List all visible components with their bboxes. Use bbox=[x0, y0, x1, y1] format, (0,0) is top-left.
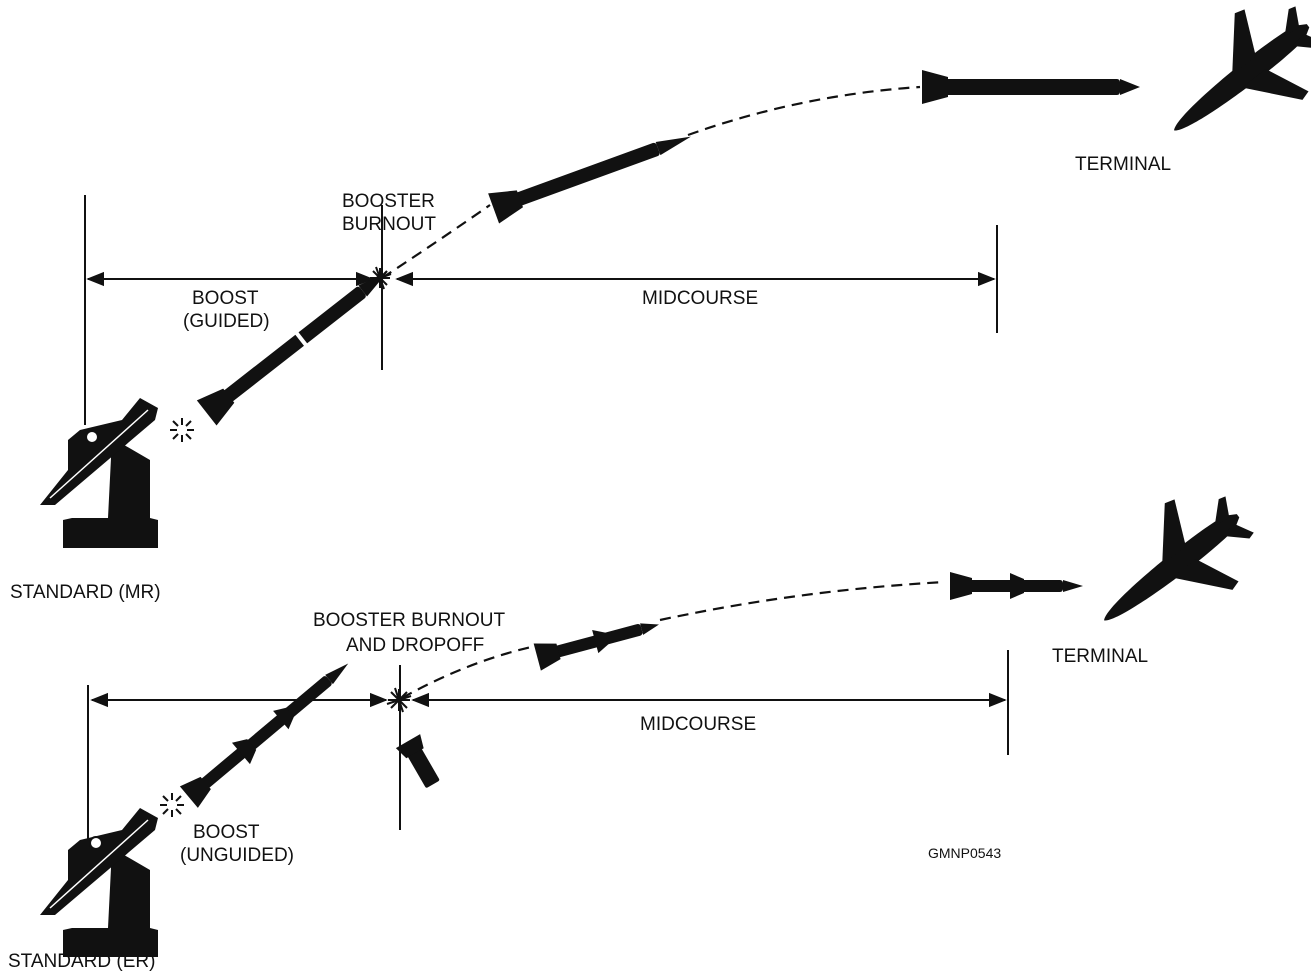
bottom-boost-label-line2: (UNGUIDED) bbox=[180, 845, 294, 866]
bottom-diagram: BOOSTER BURNOUT AND DROPOFF MIDCOURSE TE… bbox=[8, 496, 1254, 972]
top-midcourse-missile-icon bbox=[488, 136, 691, 224]
top-launch-flash-icon bbox=[170, 418, 194, 442]
bottom-terminal-missile-icon bbox=[950, 572, 1083, 600]
top-boost-missile-icon bbox=[196, 271, 388, 426]
figure-id-label: GMNP0543 bbox=[928, 845, 1001, 861]
bottom-launcher-label: STANDARD (ER) bbox=[8, 951, 155, 972]
bottom-launch-flash-icon bbox=[160, 793, 184, 817]
bottom-target-aircraft-icon bbox=[1104, 496, 1254, 621]
top-terminal-missile-icon bbox=[922, 70, 1140, 104]
bottom-midcourse-missile-icon bbox=[533, 623, 659, 671]
top-booster-label-line2: BURNOUT bbox=[342, 214, 436, 235]
bottom-trajectory-dashed-upper bbox=[659, 580, 946, 622]
bottom-burnout-burst-icon bbox=[386, 687, 412, 713]
top-booster-label-line1: BOOSTER bbox=[342, 191, 435, 212]
top-launcher-icon bbox=[40, 398, 158, 548]
bottom-terminal-label: TERMINAL bbox=[1052, 646, 1148, 667]
top-boost-label-line1: BOOST bbox=[192, 288, 259, 309]
top-boost-label-line2: (GUIDED) bbox=[183, 311, 270, 332]
bottom-booster-label-line1: BOOSTER BURNOUT bbox=[313, 610, 506, 631]
top-diagram: BOOSTER BURNOUT BOOST (GUIDED) MIDCOURSE… bbox=[10, 6, 1311, 603]
top-target-aircraft-icon bbox=[1174, 6, 1311, 131]
top-trajectory-dashed bbox=[381, 204, 491, 279]
top-launcher-label: STANDARD (MR) bbox=[10, 582, 161, 603]
bottom-trajectory-dashed bbox=[401, 643, 541, 699]
bottom-dropped-booster-icon bbox=[395, 734, 440, 788]
bottom-boost-label-line1: BOOST bbox=[193, 822, 260, 843]
top-trajectory-dashed-upper bbox=[687, 85, 921, 137]
top-terminal-label: TERMINAL bbox=[1075, 154, 1171, 175]
bottom-boost-missile-icon bbox=[179, 663, 349, 808]
top-midcourse-label: MIDCOURSE bbox=[642, 288, 758, 309]
bottom-midcourse-label: MIDCOURSE bbox=[640, 714, 756, 735]
bottom-launcher-icon bbox=[40, 808, 158, 957]
bottom-booster-label-line2: AND DROPOFF bbox=[346, 635, 484, 656]
